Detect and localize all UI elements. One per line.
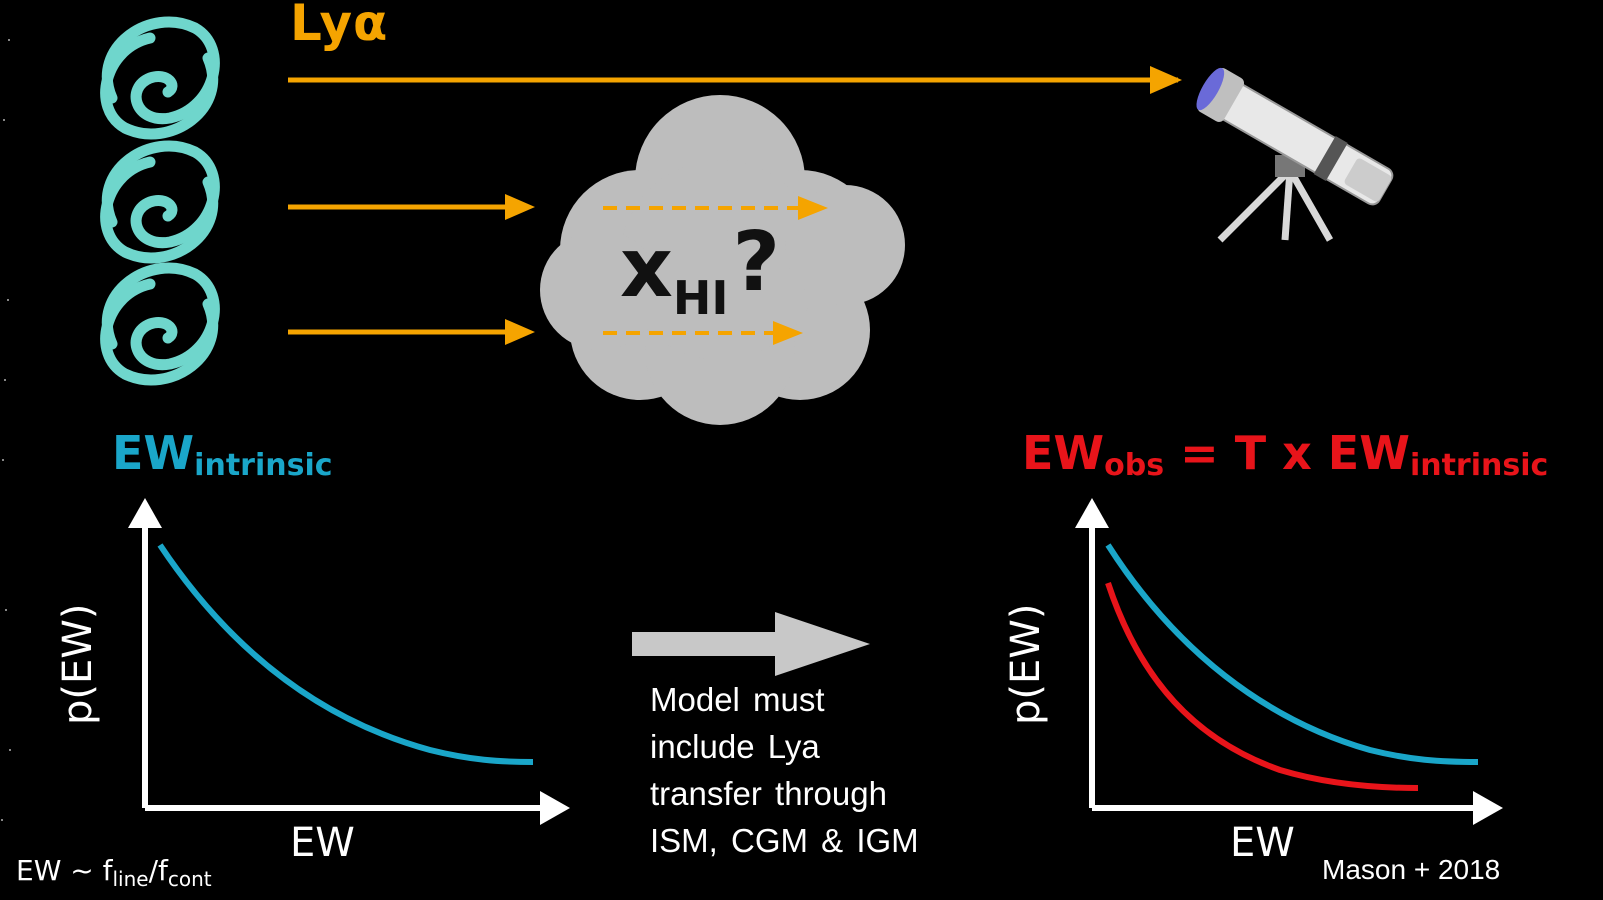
xhi-question: ? [732,215,781,310]
right-x-axis-arrow [1473,791,1503,825]
left-x-axis-arrow [540,791,570,825]
left-panel-title: EWintrinsic [112,430,333,481]
galaxy-icon-top [100,16,220,140]
neutral-fraction-label: xHI? [620,222,780,322]
telescope-icon [1196,67,1394,243]
lya-arrow-bottom-head [505,319,535,345]
galaxy-icon-middle [100,140,220,264]
right-title-sub-obs: obs [1104,448,1165,483]
lya-arrow-middle-head [505,194,535,220]
ew-def-slash: /f [148,854,168,887]
xhi-symbol: x [620,221,673,316]
star-field [1,39,11,821]
right-title-sub-int: intrinsic [1409,448,1549,483]
right-title-mid: = T x EW [1164,426,1410,480]
right-y-axis-label: p(EW) [1003,603,1049,725]
ew-def-sub-cont: cont [167,867,212,891]
dashed-arrow-upper-head [798,196,828,220]
hydrogen-cloud [540,95,905,425]
ew-def-sub-line: line [112,867,149,891]
lya-arrow-top-head [1150,66,1182,94]
left-y-axis-label: p(EW) [55,603,101,725]
right-x-axis-label: EW [1230,820,1295,866]
right-panel-title: EWobs = T x EWintrinsic [1022,430,1548,481]
right-observed-curve [1105,582,1419,791]
transform-arrow [632,612,870,676]
left-title-main: EW [112,426,195,480]
xhi-subscript: HI [672,271,729,325]
ew-definition: EW ~ fline/fcont [16,854,212,891]
right-title-main: EW [1022,426,1105,480]
right-axes [1089,525,1478,811]
ew-def-prefix: EW ~ f [16,854,113,887]
left-y-axis-arrow [128,498,162,528]
left-intrinsic-curve [157,543,534,765]
right-intrinsic-curve [1105,543,1479,765]
left-axes [142,525,545,811]
lya-label: Lyα [290,0,389,52]
citation-credit: Mason + 2018 [1322,854,1501,885]
left-x-axis-label: EW [290,820,355,866]
model-caption: Model must include Lya transfer through … [650,681,919,859]
left-title-sub: intrinsic [194,448,333,483]
dashed-arrow-lower-head [773,321,803,345]
right-y-axis-arrow [1075,498,1109,528]
galaxy-icon-bottom [100,262,220,386]
